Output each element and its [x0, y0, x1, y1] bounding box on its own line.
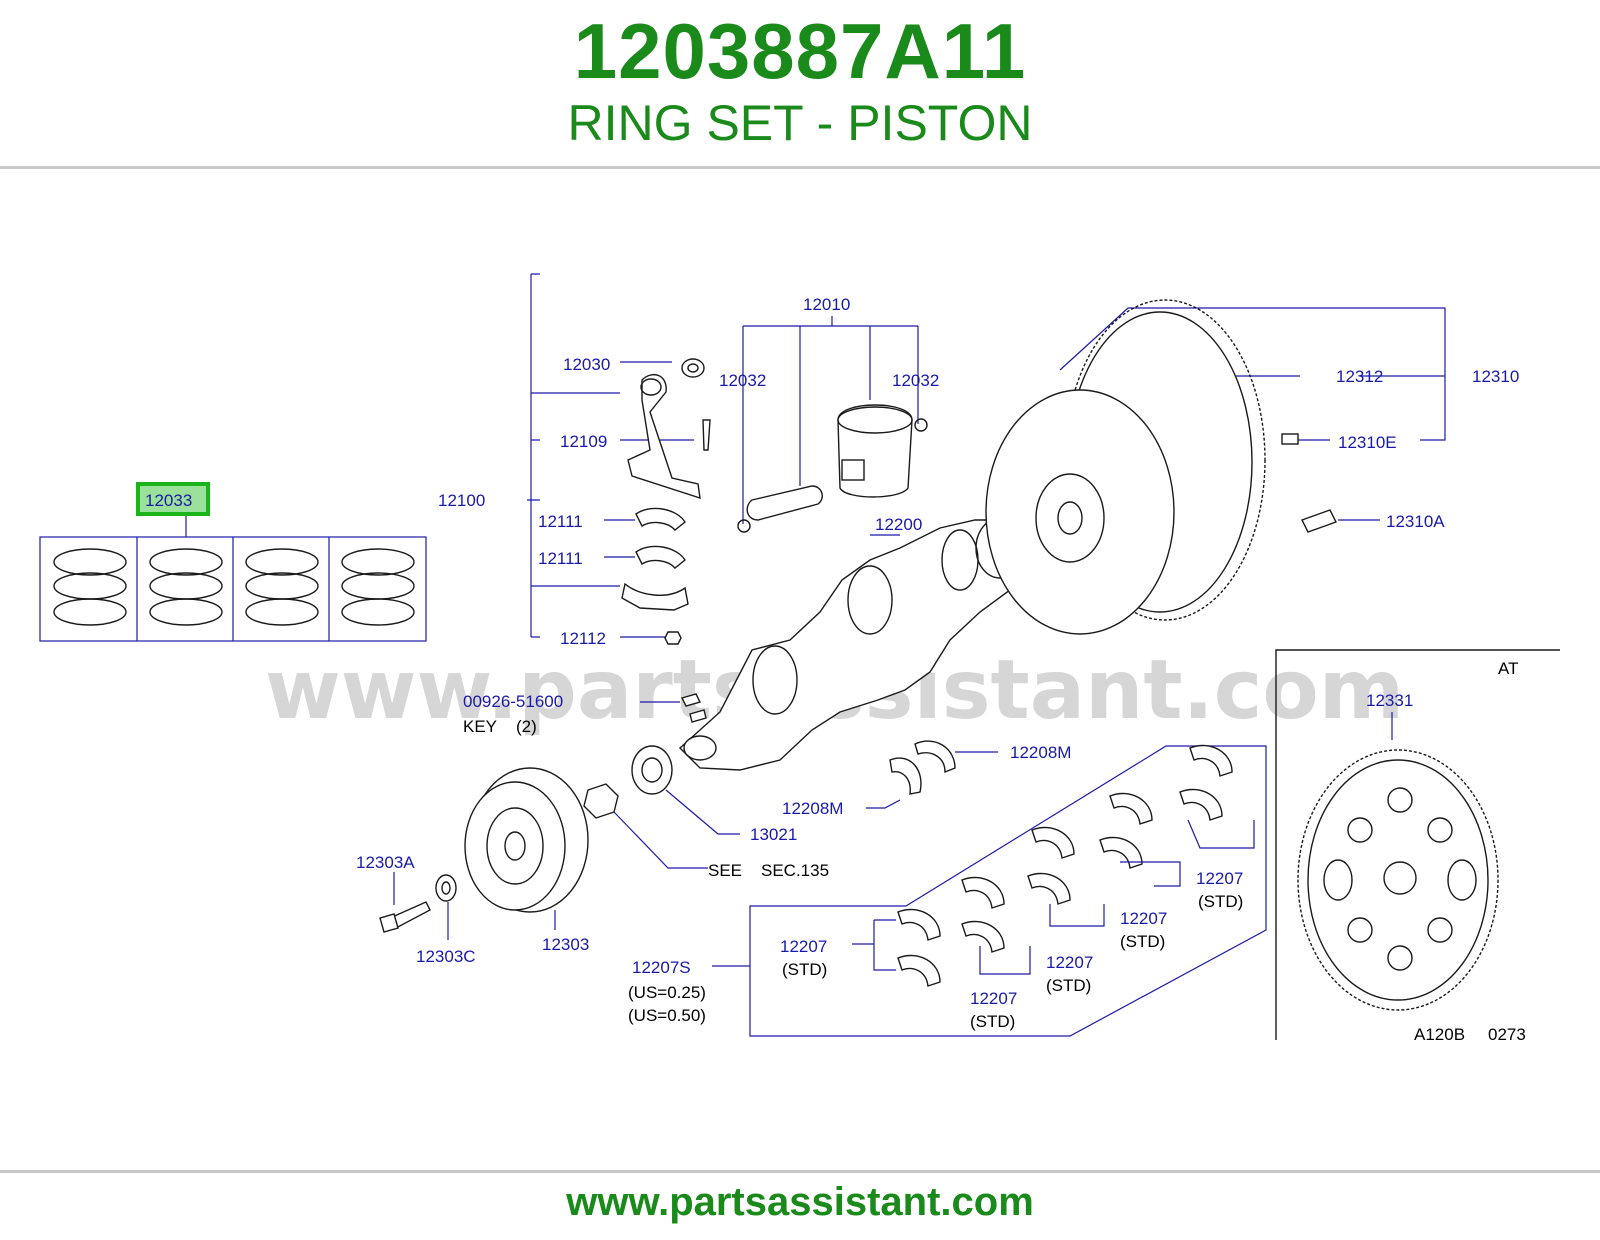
connecting-rod-group — [527, 273, 711, 645]
label-12032-left[interactable]: 12032 — [719, 371, 766, 390]
ring-set-1[interactable] — [53, 548, 127, 626]
label-12111-upper[interactable]: 12111 — [538, 512, 583, 531]
label-12032-right[interactable]: 12032 — [892, 371, 939, 390]
label-12303A[interactable]: 12303A — [356, 853, 415, 872]
label-12207-d[interactable]: 12207 — [1046, 953, 1093, 972]
label-12310E[interactable]: 12310E — [1338, 433, 1397, 452]
label-12100[interactable]: 12100 — [438, 491, 485, 510]
label-12112[interactable]: 12112 — [560, 629, 606, 648]
ring-set-group — [39, 516, 427, 642]
label-12331[interactable]: 12331 — [1366, 691, 1413, 710]
flywheel — [985, 299, 1446, 635]
page-header: 1203887A11 RING SET - PISTON — [0, 0, 1600, 168]
label-12303[interactable]: 12303 — [542, 935, 589, 954]
label-12030[interactable]: 12030 — [563, 355, 610, 374]
label-key-qty: (2) — [516, 717, 537, 736]
label-12310[interactable]: 12310 — [1472, 367, 1519, 386]
thrust-bearings — [866, 740, 998, 809]
label-12109[interactable]: 12109 — [560, 432, 607, 451]
label-key: KEY — [463, 717, 497, 736]
label-12207-b-std: (STD) — [1120, 932, 1165, 951]
label-12207-d-std: (STD) — [1046, 976, 1091, 995]
label-12208M-left[interactable]: 12208M — [782, 799, 843, 818]
front-end-parts — [379, 693, 740, 940]
label-us-050: (US=0.50) — [628, 1006, 706, 1025]
ring-set-2[interactable] — [149, 548, 223, 626]
footer-url[interactable]: www.partsassistant.com — [566, 1180, 1034, 1224]
label-12208M-right[interactable]: 12208M — [1010, 743, 1071, 762]
label-12312[interactable]: 12312 — [1336, 367, 1383, 386]
label-12033[interactable]: 12033 — [145, 491, 192, 510]
label-12207S[interactable]: 12207S — [632, 958, 691, 977]
label-12207-e[interactable]: 12207 — [970, 989, 1017, 1008]
label-13021[interactable]: 13021 — [750, 825, 797, 844]
label-ref-number: 0273 — [1488, 1025, 1526, 1044]
label-00926-51600[interactable]: 00926-51600 — [463, 692, 563, 711]
highlight-box-12033[interactable] — [136, 482, 210, 516]
label-12207-c[interactable]: 12207 — [780, 937, 827, 956]
label-see: SEE — [708, 861, 742, 880]
label-12200[interactable]: 12200 — [875, 515, 922, 534]
label-12207-e-std: (STD) — [970, 1012, 1015, 1031]
header-divider — [0, 166, 1600, 169]
part-number-title: 1203887A11 — [573, 7, 1027, 95]
ring-set-3[interactable] — [245, 548, 319, 626]
at-drive-plate — [1275, 649, 1560, 1040]
main-bearings — [712, 744, 1267, 1037]
label-12207-c-std: (STD) — [782, 960, 827, 979]
label-12310A[interactable]: 12310A — [1386, 512, 1445, 531]
label-12207-a-std: (STD) — [1198, 892, 1243, 911]
label-12207-b[interactable]: 12207 — [1120, 909, 1167, 928]
ring-set-4[interactable] — [341, 548, 415, 626]
part-name-subtitle: RING SET - PISTON — [567, 95, 1033, 151]
label-12303C[interactable]: 12303C — [416, 947, 476, 966]
label-12207-a[interactable]: 12207 — [1196, 869, 1243, 888]
piston-group — [737, 316, 928, 533]
label-sec-135[interactable]: SEC.135 — [761, 861, 829, 880]
footer-divider — [0, 1170, 1600, 1173]
label-at: AT — [1498, 659, 1518, 678]
label-us-025: (US=0.25) — [628, 983, 706, 1002]
label-12111-lower[interactable]: 12111 — [538, 549, 583, 568]
label-ref-code: A120B — [1414, 1025, 1465, 1044]
label-12010[interactable]: 12010 — [803, 295, 850, 314]
